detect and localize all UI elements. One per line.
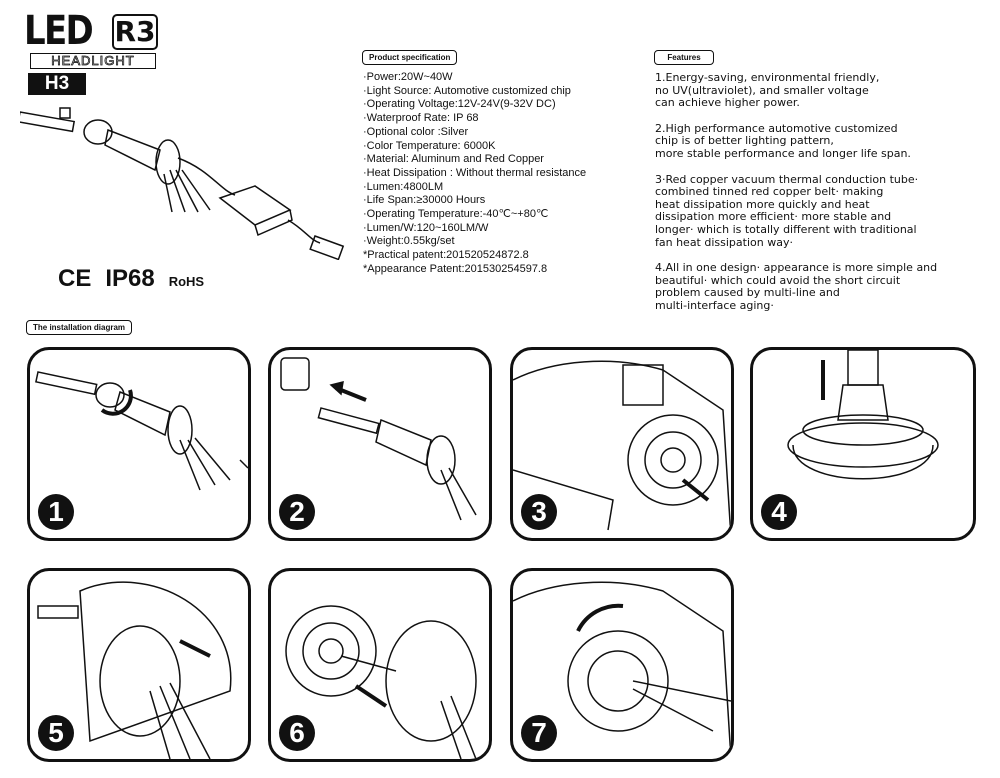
step-number: 1 bbox=[38, 494, 74, 530]
spec-item: ·Color Temperature: 6000K bbox=[363, 139, 496, 152]
step-number: 5 bbox=[38, 715, 74, 751]
feature-item: 4.All in one design· appearance is more … bbox=[655, 261, 938, 312]
spec-item: ·Lumen/W:120~160LM/W bbox=[363, 221, 489, 234]
certifications: CE IP68 RoHS bbox=[58, 265, 204, 293]
spec-heading: Product specification bbox=[362, 50, 458, 65]
rohs-mark: RoHS bbox=[168, 274, 205, 289]
logo-brand: LED bbox=[24, 8, 94, 54]
step-number: 3 bbox=[521, 494, 557, 530]
step-3-panel: 3 bbox=[510, 347, 734, 541]
step-number: 2 bbox=[279, 494, 315, 530]
step-5-panel: 5 bbox=[27, 568, 251, 762]
step-number: 7 bbox=[521, 715, 557, 751]
step-number: 4 bbox=[761, 494, 797, 530]
installation-heading: The installation diagram bbox=[26, 320, 133, 335]
bulb-type-badge: H3 bbox=[28, 73, 86, 95]
spec-item: ·Life Span:≥30000 Hours bbox=[363, 194, 486, 207]
feature-item: 3·Red copper vacuum thermal conduction t… bbox=[655, 172, 919, 249]
step-3-illustration bbox=[513, 360, 731, 538]
features-list: 1.Energy-saving, environmental friendly,… bbox=[655, 71, 938, 326]
feature-item: 1.Energy-saving, environmental friendly,… bbox=[655, 71, 880, 110]
spec-item: ·Weight:0.55kg/set bbox=[363, 235, 455, 248]
spec-item: ·Lumen:4800LM bbox=[363, 180, 444, 193]
step-4-panel: 4 bbox=[750, 347, 976, 541]
step-number: 6 bbox=[279, 715, 315, 751]
spec-item: ·Optional color :Silver bbox=[363, 125, 469, 138]
spec-item: ·Operating Temperature:-40℃~+80℃ bbox=[363, 208, 549, 221]
spec-item: ·Light Source: Automotive customized chi… bbox=[363, 84, 571, 97]
step-1-panel: 1 bbox=[27, 347, 251, 541]
step-5-illustration bbox=[37, 581, 232, 759]
step-7-illustration bbox=[513, 581, 731, 759]
spec-item: ·Waterproof Rate: IP 68 bbox=[363, 112, 479, 125]
ip68-mark: IP68 bbox=[105, 265, 155, 292]
spec-item: *Appearance Patent:201530254597.8 bbox=[363, 262, 548, 275]
spec-list: ·Power:20W~40W ·Light Source: Automotive… bbox=[363, 71, 586, 277]
step-2-illustration bbox=[280, 357, 477, 521]
logo-subtitle: HEADLIGHT bbox=[30, 53, 156, 69]
step-1-illustration bbox=[35, 371, 248, 491]
spec-item: ·Power:20W~40W bbox=[363, 71, 453, 83]
ce-mark: CE bbox=[58, 265, 92, 292]
spec-item: ·Heat Dissipation : Without thermal resi… bbox=[363, 166, 587, 179]
spec-item: ·Material: Aluminum and Red Copper bbox=[363, 153, 544, 166]
step-7-panel: 7 bbox=[510, 568, 734, 762]
logo-model: R3 bbox=[112, 14, 158, 50]
spec-item: *Practical patent:201520524872.8 bbox=[363, 249, 529, 262]
step-4-illustration bbox=[787, 350, 939, 480]
product-illustration bbox=[20, 107, 345, 260]
step-2-panel: 2 bbox=[268, 347, 492, 541]
spec-item: ·Operating Voltage:12V-24V(9-32V DC) bbox=[363, 98, 556, 111]
features-heading: Features bbox=[654, 50, 714, 65]
feature-item: 2.High performance automotive customized… bbox=[655, 121, 911, 160]
step-6-panel: 6 bbox=[268, 568, 492, 762]
step-6-illustration bbox=[285, 605, 477, 759]
